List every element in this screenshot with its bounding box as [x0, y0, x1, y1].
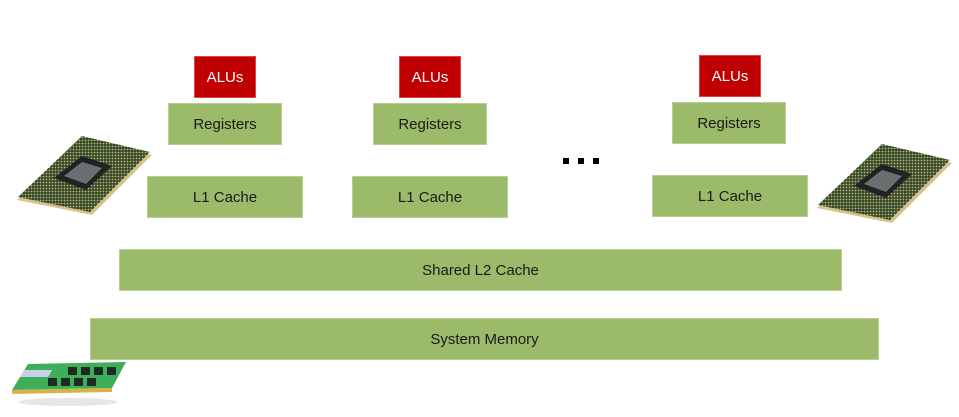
system-memory: System Memory: [90, 318, 879, 360]
ellipsis-dot: [578, 158, 584, 164]
core-1-alus: ALUs: [194, 56, 256, 98]
alus-label: ALUs: [206, 68, 244, 86]
core-n-l1-cache: L1 Cache: [652, 175, 808, 217]
alus-label: ALUs: [411, 68, 449, 86]
shared-l2-label: Shared L2 Cache: [422, 261, 539, 279]
cpu-chip-icon: [817, 144, 952, 223]
core-n-registers: Registers: [672, 102, 786, 144]
shared-l2-cache: Shared L2 Cache: [119, 249, 842, 291]
ram-module-icon: [12, 362, 126, 406]
system-memory-label: System Memory: [430, 330, 539, 348]
l1-cache-label: L1 Cache: [397, 188, 463, 206]
core-2-registers: Registers: [373, 103, 487, 145]
more-cores-ellipsis: [563, 158, 599, 164]
alus-label: ALUs: [711, 67, 749, 85]
l1-cache-label: L1 Cache: [697, 187, 763, 205]
core-2-l1-cache: L1 Cache: [352, 176, 508, 218]
core-2-alus: ALUs: [399, 56, 461, 98]
core-1-l1-cache: L1 Cache: [147, 176, 303, 218]
registers-label: Registers: [398, 115, 462, 133]
l1-cache-label: L1 Cache: [192, 188, 258, 206]
registers-label: Registers: [697, 114, 761, 132]
registers-label: Registers: [193, 115, 257, 133]
core-n-alus: ALUs: [699, 55, 761, 97]
ellipsis-dot: [563, 158, 569, 164]
ellipsis-dot: [593, 158, 599, 164]
cpu-chip-icon: [17, 136, 152, 215]
core-1-registers: Registers: [168, 103, 282, 145]
